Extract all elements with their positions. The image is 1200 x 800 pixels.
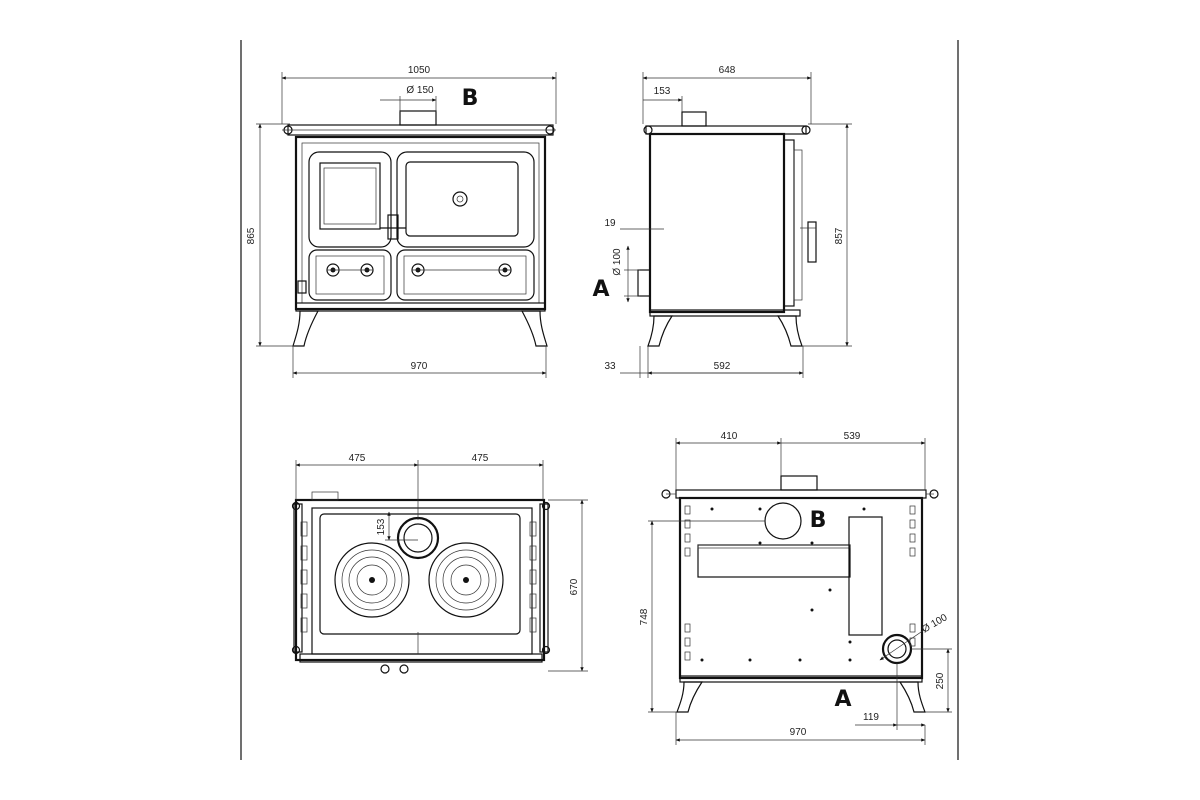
rear-inlet-diameter-dim: Ø 100 xyxy=(920,612,949,635)
front-handle-ornaments xyxy=(326,263,512,277)
rear-leg-left xyxy=(676,681,704,713)
rear-vent-slots xyxy=(684,505,916,661)
side-depth-base-dim: 592 xyxy=(714,361,731,372)
front-width-base-dim: 970 xyxy=(411,361,428,372)
rear-leg-right xyxy=(898,681,926,713)
storage-drawer xyxy=(396,249,535,301)
front-flue-diameter-dim: Ø 150 xyxy=(406,85,434,96)
top-left-half-dim: 475 xyxy=(349,453,366,464)
rear-label-a: A xyxy=(834,687,851,712)
top-depth-dim: 670 xyxy=(569,578,580,595)
front-view: 1050 Ø 150 B 865 970 xyxy=(246,65,557,378)
rear-width-dim: 970 xyxy=(790,727,807,738)
rear-inlet-offset-dim: 119 xyxy=(863,712,879,723)
front-flue-collar xyxy=(399,110,437,126)
front-width-top-dim: 1050 xyxy=(408,65,431,76)
rear-inlet-height-dim: 250 xyxy=(935,672,946,689)
top-flue-offset-dim: 153 xyxy=(376,518,387,535)
side-flue-collar xyxy=(681,111,707,127)
front-label-b: B xyxy=(462,86,479,111)
side-height-dim: 857 xyxy=(834,227,845,244)
rear-view: B A 410 539 748 Ø 100 250 119 970 xyxy=(639,431,952,745)
side-view: 648 153 19 Ø 100 A 857 33 592 xyxy=(592,65,852,378)
side-depth-top-dim: 648 xyxy=(719,65,736,76)
hot-plate-right xyxy=(428,542,504,618)
side-label-a: A xyxy=(592,277,609,302)
rear-body xyxy=(678,496,924,680)
side-leg-offset-dim: 33 xyxy=(604,361,616,372)
top-view: 475 475 153 670 xyxy=(291,453,588,674)
side-air-inlet xyxy=(637,269,651,297)
hot-plate-left xyxy=(334,542,410,618)
rear-flue-right-dim: 539 xyxy=(844,431,861,442)
rear-label-b: B xyxy=(810,508,827,533)
side-body xyxy=(648,132,786,314)
fire-door xyxy=(308,151,392,248)
oven-thermometer xyxy=(452,191,468,207)
side-rear-offset-dim: 19 xyxy=(604,218,616,229)
top-outline xyxy=(294,498,546,662)
side-leg-right xyxy=(776,315,803,347)
front-leg-right xyxy=(521,310,548,347)
rear-flue-opening xyxy=(764,502,802,540)
rear-air-inlet xyxy=(881,633,913,665)
oven-door xyxy=(396,151,535,248)
rear-flue-collar xyxy=(780,475,818,491)
rear-flue-left-dim: 410 xyxy=(721,431,738,442)
top-right-half-dim: 475 xyxy=(472,453,489,464)
rear-height-dim: 748 xyxy=(639,608,650,625)
rear-rivets xyxy=(700,507,866,662)
side-leg-left xyxy=(647,315,674,347)
front-leg-left xyxy=(292,310,319,347)
front-height-dim: 865 xyxy=(246,227,257,244)
side-inlet-diameter-dim: Ø 100 xyxy=(612,248,623,276)
side-flue-offset-dim: 153 xyxy=(654,86,671,97)
top-vent-slots xyxy=(300,521,537,633)
front-body xyxy=(294,135,547,311)
ash-door xyxy=(308,249,392,301)
